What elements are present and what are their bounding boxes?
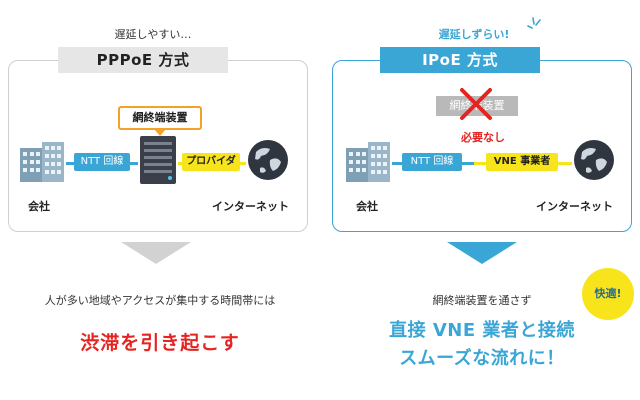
right-caption: 遅延しずらい! xyxy=(438,28,510,41)
ntt-line-label-left: NTT 回線 xyxy=(74,153,130,171)
vne-label-right: VNE 事業者 xyxy=(486,153,558,171)
building-icon xyxy=(346,142,390,182)
pppoe-result: 渋滞を引き起こす xyxy=(80,332,240,354)
down-arrow-left xyxy=(121,242,191,264)
sparkle-icon xyxy=(527,17,541,29)
unneeded-label: 必要なし xyxy=(461,131,505,144)
internet-label-right: インターネット xyxy=(536,200,613,213)
provider-label-left: プロバイダ xyxy=(182,153,240,171)
left-caption: 遅延しやすい… xyxy=(114,28,192,41)
comfort-badge: 快適! xyxy=(582,268,634,320)
ipoe-title: IPoE 方式 xyxy=(380,47,540,73)
ipoe-result-line1: 直接 VNE 業者と接続 xyxy=(389,320,575,341)
pppoe-note: 人が多い地域やアクセスが集中する時間帯には xyxy=(44,294,276,307)
building-icon xyxy=(20,142,64,182)
cross-icon xyxy=(460,88,492,120)
company-label-left: 会社 xyxy=(28,200,50,213)
ipoe-result-line2: スムーズな流れに！ xyxy=(399,348,565,369)
termination-device-bubble: 網終端装置 xyxy=(118,106,202,136)
ipoe-note: 網終端装置を通さず xyxy=(432,294,532,307)
pppoe-title: PPPoE 方式 xyxy=(58,47,228,73)
company-label-right: 会社 xyxy=(356,200,378,213)
internet-label-left: インターネット xyxy=(212,200,289,213)
server-icon xyxy=(140,136,176,184)
globe-icon xyxy=(574,140,614,180)
globe-icon xyxy=(248,140,288,180)
down-arrow-right xyxy=(447,242,517,264)
ntt-line-label-right: NTT 回線 xyxy=(402,153,462,171)
